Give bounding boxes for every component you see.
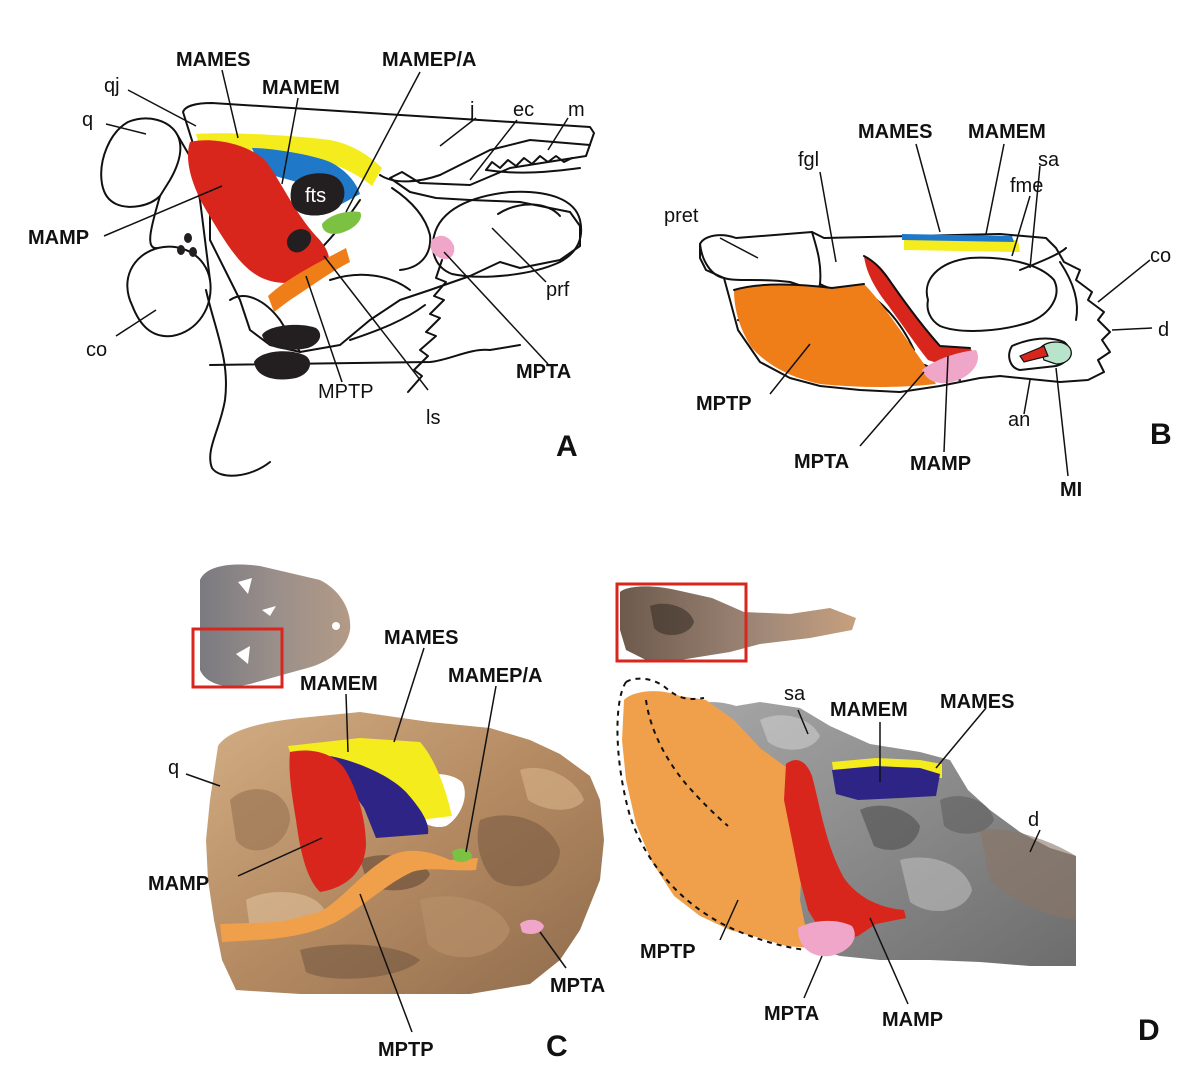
label-ec-a: ec (513, 99, 534, 121)
label-mpta-b: MPTA (794, 451, 849, 473)
label-mames-d: MAMES (940, 691, 1014, 713)
muscle-mamem-d (832, 766, 940, 800)
panel-a: qj q MAMES MAMEM MAMEP/A j ec m MAMP fts… (28, 49, 595, 477)
panel-letter-a: A (556, 430, 578, 463)
muscle-mamep-c (452, 848, 472, 863)
label-ls-a: ls (426, 407, 440, 429)
dashed-outline-inner (645, 699, 729, 827)
muscle-mptp-c (220, 850, 478, 942)
muscle-mamp-b-small (1019, 345, 1049, 363)
label-mamp-a: MAMP (28, 227, 89, 249)
panel-letter-c: C (546, 1030, 568, 1063)
label-prf-a: prf (546, 279, 570, 301)
label-mamep-a: MAMEP/A (382, 49, 476, 71)
label-mamem-c: MAMEM (300, 673, 378, 695)
label-pret-b: pret (664, 205, 699, 227)
condyle-outline (126, 245, 212, 338)
muscle-mpta-d (798, 920, 855, 957)
label-mames-c: MAMES (384, 627, 458, 649)
inset-frame-d (615, 582, 748, 663)
label-fgl-b: fgl (798, 149, 819, 171)
inset-frame-c (191, 627, 284, 689)
foramen-dot-3 (189, 247, 197, 257)
muscle-mamp-c (289, 750, 366, 892)
orbit-outline (431, 190, 583, 278)
label-j-a: j (469, 99, 474, 121)
label-q-a: q (82, 109, 93, 131)
dashed-outline-top (625, 677, 705, 700)
skull-outline-a (182, 102, 595, 353)
label-mamep-c: MAMEP/A (448, 665, 542, 687)
label-mamp-c: MAMP (148, 873, 209, 895)
label-mpta-d: MPTA (764, 1003, 819, 1025)
label-mamem-d: MAMEM (830, 699, 908, 721)
muscle-mpta-c (520, 919, 544, 934)
label-m-a: m (568, 99, 585, 121)
label-mamp-d: MAMP (882, 1009, 943, 1031)
panel-letter-d: D (1138, 1014, 1160, 1047)
label-d-b: d (1158, 319, 1169, 341)
label-mames-b: MAMES (858, 121, 932, 143)
label-mptp-a: MPTP (318, 381, 374, 403)
muscle-mamem-c (330, 756, 429, 838)
dashed-outline-outer (616, 681, 807, 951)
panel-b: MAMES MAMEM fgl fme sa pret co d MPTP an… (664, 121, 1172, 501)
label-fme-b: fme (1010, 175, 1043, 197)
muscle-mpta-a (430, 235, 455, 260)
panel-letter-b: B (1150, 418, 1172, 451)
label-mamem-b: MAMEM (968, 121, 1046, 143)
label-fts-a: fts (305, 185, 326, 207)
muscle-mamep-a (322, 211, 362, 234)
jaw-thumbnail (620, 586, 856, 660)
label-co-b: co (1150, 245, 1171, 267)
panel-d: sa MAMEM MAMES d MPTP MPTA MAMP D (615, 582, 1160, 1047)
muscle-mpta-b (922, 350, 978, 384)
foramen-dot-2 (177, 245, 185, 255)
label-mamem-a: MAMEM (262, 77, 340, 99)
muscle-mames-b (904, 240, 1020, 252)
label-an-b: an (1008, 409, 1030, 431)
muscle-mamem-b (902, 234, 1014, 242)
label-mamp-b: MAMP (910, 453, 971, 475)
muscle-mamp-d (784, 760, 906, 940)
muscle-mi-b (1039, 341, 1072, 365)
fenestra-lower-2 (254, 351, 311, 380)
label-mpta-c: MPTA (550, 975, 605, 997)
label-sa-d: sa (784, 683, 806, 705)
label-d-d: d (1028, 809, 1039, 831)
muscle-mptp-b (734, 284, 936, 387)
fenestra-fme (925, 256, 1058, 332)
label-q-c: q (168, 757, 179, 779)
label-sa-b: sa (1038, 149, 1060, 171)
label-mptp-c: MPTP (378, 1039, 434, 1061)
label-mames-a: MAMES (176, 49, 250, 71)
skull-thumbnail (200, 564, 351, 687)
quadrate-outline (100, 117, 182, 208)
label-mptp-d: MPTP (640, 941, 696, 963)
suture-zigzag (407, 259, 447, 393)
label-qj-a: qj (104, 75, 120, 97)
muscle-mames-a (196, 133, 382, 186)
label-mpta-a: MPTA (516, 361, 571, 383)
fenestra-lower-1 (262, 324, 321, 350)
label-mi-b: MI (1060, 479, 1082, 501)
label-co-a: co (86, 339, 107, 361)
label-mptp-b: MPTP (696, 393, 752, 415)
panel-c: MAMES MAMEM MAMEP/A q MAMP MPTA MPTP C (148, 564, 605, 1063)
jaw-outline-b (699, 231, 1111, 393)
foramen-dot-1 (184, 233, 192, 243)
